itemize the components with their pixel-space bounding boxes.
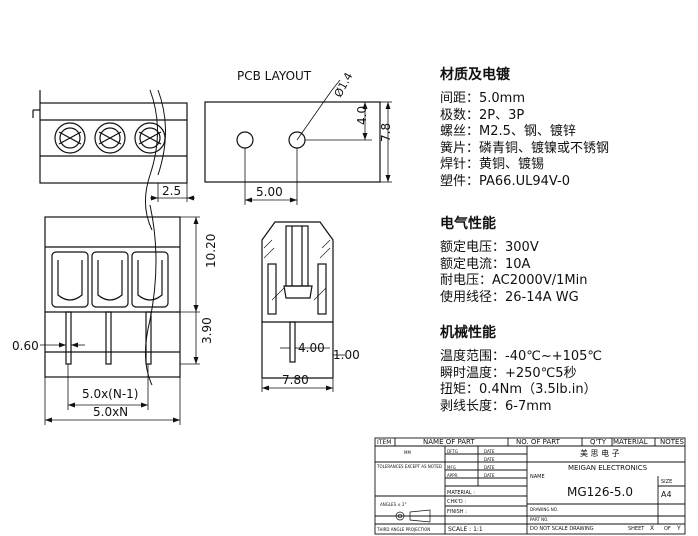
tb-projection: THIRD ANGLE PROJECTION xyxy=(376,527,430,532)
tb-appr: APPR. xyxy=(447,473,458,478)
tb-sheet-x: X xyxy=(650,525,654,532)
tb-part-no-label: PART NO. xyxy=(530,517,548,522)
tb-date-3: DATE xyxy=(484,465,495,470)
dim-4-00: 4.00 xyxy=(298,341,325,355)
tb-no-scale: DO NOT SCALE DRAWING xyxy=(530,526,594,532)
tb-chkd: CHK'D : xyxy=(447,499,466,505)
dim-7-8: 7.8 xyxy=(379,123,393,142)
tb-no-of-part: NO. OF PART xyxy=(516,438,561,446)
tb-material: MATERIAL xyxy=(613,438,648,446)
tb-date-1: DATE xyxy=(484,449,495,454)
tb-size-value: A4 xyxy=(661,490,672,499)
spec-line: 极数：2P、3P xyxy=(440,107,525,123)
tb-date-4: DATE xyxy=(484,473,495,478)
dim-1-00: 1.00 xyxy=(333,348,360,362)
hole-diameter-dim: Ø1.4 xyxy=(332,70,356,99)
spec-line: 簧片：磷青铜、镀镍或不锈钢 xyxy=(440,140,610,156)
screw-head-2 xyxy=(94,122,126,154)
tb-date-2: DATE xyxy=(484,457,495,462)
tb-tolerance: TOLERANCES EXCEPT AS NOTED xyxy=(376,464,442,469)
tb-qty: Q'TY xyxy=(590,438,607,446)
spec-line: 塑件：PA66.UL94V-0 xyxy=(440,173,570,189)
tb-material-field: MATERIAL : xyxy=(447,490,475,496)
spec-line: 额定电流：10A xyxy=(440,256,531,272)
front-view xyxy=(40,204,200,425)
dim-pitch-n1: 5.0x(N-1) xyxy=(82,387,139,401)
screw-head-1 xyxy=(54,122,86,154)
spec-line: 间距：5.0mm xyxy=(440,91,526,106)
tb-scale: SCALE : 1:1 xyxy=(448,526,483,533)
dim-0-60: 0.60 xyxy=(12,339,39,353)
tb-of: OF xyxy=(664,526,671,532)
tb-company-cn: 美 思 电 子 xyxy=(580,448,620,458)
spec-line: 瞬时温度：+250℃5秒 xyxy=(440,365,577,381)
tb-name-label: NAME xyxy=(530,474,545,480)
tb-sheet: SHEET xyxy=(628,526,645,532)
tb-mm: MM xyxy=(404,450,411,455)
top-view xyxy=(32,89,195,231)
spec-line: 螺丝：M2.5、钢、镀锌 xyxy=(440,124,576,139)
pcb-layout xyxy=(204,79,392,205)
dim-pitch-n: 5.0xN xyxy=(93,405,128,419)
spec-line: 使用线径：26-14A WG xyxy=(440,289,579,305)
wire-entry-1 xyxy=(51,251,89,308)
dim-10-20: 10.20 xyxy=(204,234,218,268)
tb-company-en: MEIGAN ELECTRONICS xyxy=(568,464,648,472)
spec-material: 材质及电镀 间距：5.0mm 极数：2P、3P 螺丝：M2.5、钢、镀锌 簧片：… xyxy=(440,64,609,190)
dim-5-00: 5.00 xyxy=(256,185,283,199)
spec-line: 温度范围：-40℃~+105℃ xyxy=(440,349,603,364)
spec-mechanical: 机械性能 温度范围：-40℃~+105℃ 瞬时温度：+250℃5秒 扭矩：0.4… xyxy=(440,322,602,415)
spec-line: 扭矩：0.4Nm（3.5lb.in） xyxy=(440,382,597,397)
spec-line: 额定电压：300V xyxy=(440,240,539,255)
dim-3-90: 3.90 xyxy=(200,317,214,344)
screw-head-3 xyxy=(134,122,166,154)
spec-line: 剥线长度：6-7mm xyxy=(440,398,552,414)
spec-line: 耐电压：AC2000V/1Min xyxy=(440,273,588,288)
spec-line: 焊针：黄铜、镀锡 xyxy=(440,157,545,172)
tb-name-of-part: NAME OF PART xyxy=(423,438,475,446)
spec-electrical: 电气性能 额定电压：300V 额定电流：10A 耐电压：AC2000V/1Min… xyxy=(440,213,587,306)
spec-mechanical-heading: 机械性能 xyxy=(440,325,496,341)
side-view xyxy=(261,221,345,392)
tb-item: ITEM xyxy=(377,439,391,446)
spec-electrical-heading: 电气性能 xyxy=(440,216,496,232)
dim-2-5: 2.5 xyxy=(162,184,181,198)
tb-size-label: SIZE xyxy=(661,479,672,485)
tb-part-number: MG126-5.0 xyxy=(567,485,633,499)
title-block xyxy=(374,437,686,535)
tb-notes: NOTES xyxy=(660,438,684,446)
pcb-layout-title: PCB LAYOUT xyxy=(237,69,312,83)
tb-finish: FINISH : xyxy=(447,509,467,515)
wire-entry-2 xyxy=(91,251,129,308)
spec-material-heading: 材质及电镀 xyxy=(440,67,510,83)
dim-4-0: 4.0 xyxy=(355,106,369,125)
tb-mfg: MFG xyxy=(447,465,456,470)
dim-7-80: 7.80 xyxy=(282,373,309,387)
wire-entry-3 xyxy=(131,251,169,308)
tb-angles: ANGLES ± 2° xyxy=(380,502,407,507)
tb-dftg: DFTG xyxy=(447,449,458,454)
tb-drawing-no: DRAWING NO. xyxy=(530,507,558,512)
tb-sheet-y: Y xyxy=(676,525,681,532)
